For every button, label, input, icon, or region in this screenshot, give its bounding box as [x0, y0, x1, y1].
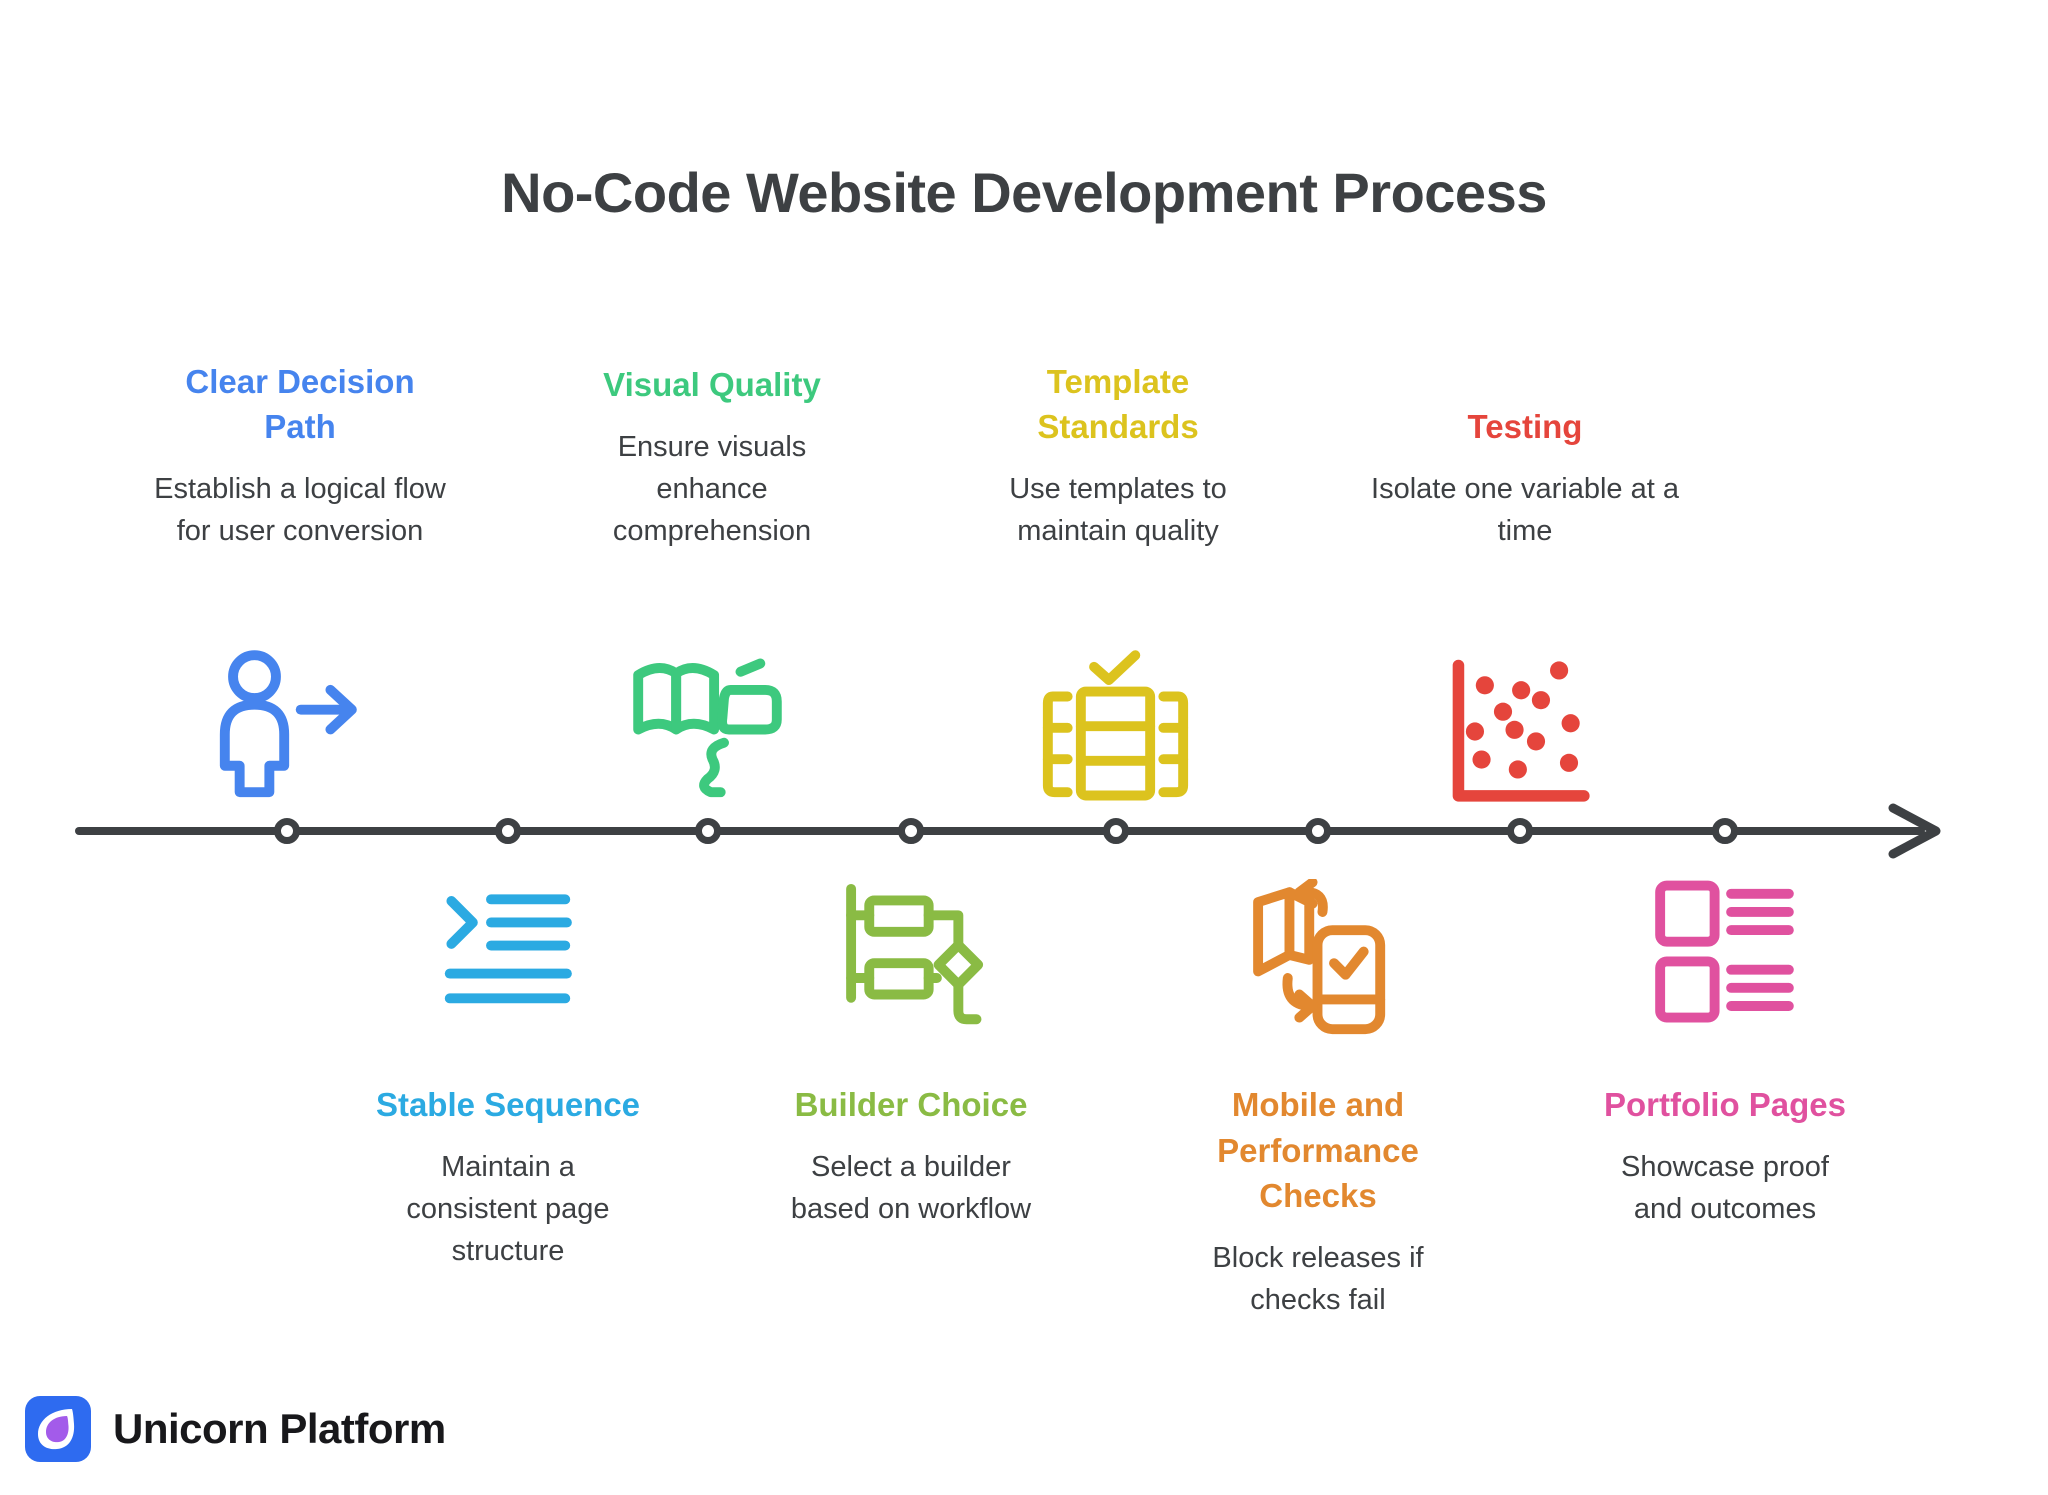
step-description: Block releases if checks fail: [1212, 1241, 1424, 1316]
timeline-node: [898, 818, 924, 844]
step-title: Mobile and Performance Checks: [1217, 1086, 1419, 1215]
step-title: Builder Choice: [794, 1086, 1028, 1123]
step-description: Maintain a consistent page structure: [406, 1150, 610, 1267]
timeline-node: [1712, 818, 1738, 844]
book-annotation-icon: [625, 647, 790, 812]
step-title: Stable Sequence: [375, 1086, 641, 1123]
step-block-builder-choice: Builder Choice Select a builder based on…: [711, 1082, 1111, 1230]
device-sync-check-icon: [1235, 879, 1400, 1044]
step-block-mobile-performance-checks: Mobile and Performance Checks Block rele…: [1118, 1082, 1518, 1321]
timeline-node: [1305, 818, 1331, 844]
unicorn-platform-logo-icon: [25, 1396, 91, 1462]
timeline-node: [1507, 818, 1533, 844]
step-description: Select a builder based on workflow: [790, 1150, 1032, 1225]
timeline-arrowhead-icon: [1880, 796, 1950, 866]
step-block-testing: Testing Isolate one variable at a time: [1325, 404, 1725, 552]
step-title: Portfolio Pages: [1603, 1086, 1847, 1123]
timeline-node: [1103, 818, 1129, 844]
step-description: Isolate one variable at a time: [1371, 472, 1679, 547]
step-block-template-standards: Template Standards Use templates to main…: [918, 359, 1318, 552]
step-description: Use templates to maintain quality: [1009, 472, 1227, 547]
step-description: Showcase proof and outcomes: [1621, 1150, 1829, 1225]
step-title: Visual Quality: [603, 366, 821, 404]
cards-list-icon: [1642, 874, 1807, 1039]
step-block-stable-sequence: Stable Sequence Maintain a consistent pa…: [308, 1082, 708, 1272]
step-title: Template Standards: [1037, 362, 1199, 446]
step-description: Ensure visuals enhance comprehension: [612, 430, 812, 547]
person-arrow-icon: [205, 642, 370, 807]
step-description: Establish a logical flow for user conver…: [154, 472, 446, 547]
step-block-clear-decision-path: Clear Decision Path Establish a logical …: [100, 359, 500, 552]
timeline-node: [495, 818, 521, 844]
step-title: Testing: [1467, 408, 1583, 446]
step-block-visual-quality: Visual Quality Ensure visuals enhance co…: [512, 362, 912, 552]
step-block-portfolio-pages: Portfolio Pages Showcase proof and outco…: [1525, 1082, 1925, 1230]
workflow-diamond-icon: [828, 879, 993, 1044]
brand-name: Unicorn Platform: [113, 1405, 446, 1452]
template-check-icon: [1033, 647, 1198, 812]
page-title: No-Code Website Development Process: [501, 160, 1547, 224]
timeline-node: [274, 818, 300, 844]
scatter-plot-icon: [1437, 649, 1602, 814]
brand-footer: Unicorn Platform: [25, 1396, 446, 1462]
timeline-axis: [75, 827, 1925, 835]
step-title: Clear Decision Path: [185, 362, 415, 446]
timeline-node: [695, 818, 721, 844]
indented-list-icon: [425, 868, 590, 1033]
